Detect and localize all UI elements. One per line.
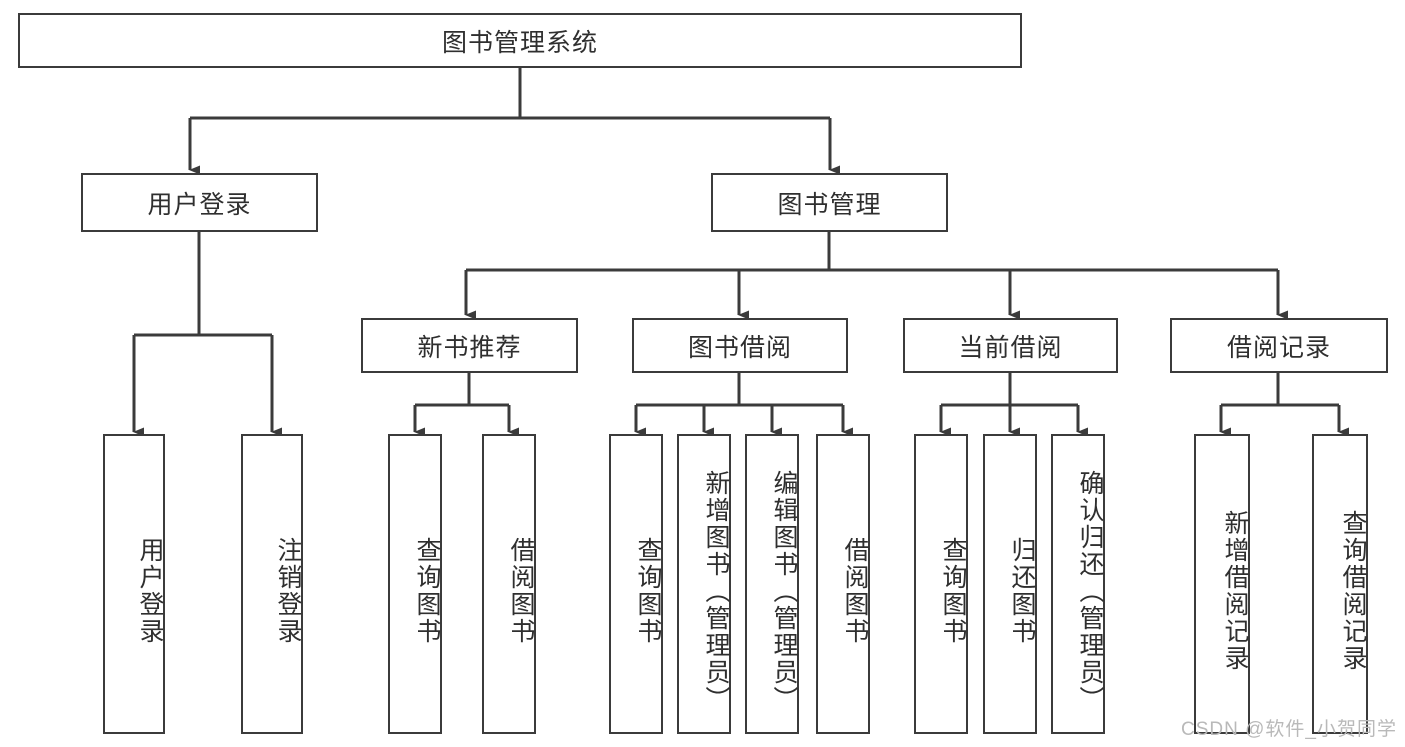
leaf-edit-book-admin-label: 编辑图书（管理员） (770, 469, 798, 713)
node-new-book-recommend-label: 新书推荐 (417, 333, 522, 362)
leaf-query-borrow-record-label: 查询借阅记录 (1339, 510, 1367, 672)
leaf-borrow-book-2[interactable]: 借阅图书 (816, 434, 870, 734)
leaf-query-book-3-label: 查询图书 (939, 537, 967, 645)
leaf-query-book-3[interactable]: 查询图书 (914, 434, 968, 734)
leaf-query-book-1[interactable]: 查询图书 (388, 434, 442, 734)
node-borrow-record-label: 借阅记录 (1226, 333, 1331, 362)
leaf-borrow-book-1-label: 借阅图书 (507, 537, 535, 645)
node-book-borrow-label: 图书借阅 (687, 333, 792, 362)
leaf-user-login[interactable]: 用户登录 (103, 434, 165, 734)
leaf-query-book-2[interactable]: 查询图书 (609, 434, 663, 734)
node-book-manage-label: 图书管理 (777, 190, 882, 219)
leaf-logout[interactable]: 注销登录 (241, 434, 303, 734)
node-user-login-label: 用户登录 (147, 190, 252, 219)
leaf-logout-label: 注销登录 (274, 537, 302, 645)
leaf-borrow-book-2-label: 借阅图书 (841, 537, 869, 645)
node-book-borrow[interactable]: 图书借阅 (632, 318, 848, 373)
leaf-edit-book-admin[interactable]: 编辑图书（管理员） (745, 434, 799, 734)
leaf-query-book-2-label: 查询图书 (634, 537, 662, 645)
node-root-label: 图书管理系统 (441, 28, 598, 57)
leaf-return-book[interactable]: 归还图书 (983, 434, 1037, 734)
node-new-book-recommend[interactable]: 新书推荐 (361, 318, 578, 373)
leaf-confirm-return-admin-label: 确认归还（管理员） (1076, 469, 1104, 713)
leaf-add-book-admin-label: 新增图书（管理员） (702, 469, 730, 713)
watermark: CSDN @软件_小贺同学 (1181, 719, 1397, 740)
node-borrow-record[interactable]: 借阅记录 (1170, 318, 1388, 373)
leaf-return-book-label: 归还图书 (1008, 537, 1036, 645)
node-user-login[interactable]: 用户登录 (81, 173, 318, 232)
leaf-add-book-admin[interactable]: 新增图书（管理员） (677, 434, 731, 734)
node-root[interactable]: 图书管理系统 (18, 13, 1022, 68)
node-current-borrow-label: 当前借阅 (958, 333, 1063, 362)
leaf-confirm-return-admin[interactable]: 确认归还（管理员） (1051, 434, 1105, 734)
leaf-borrow-book-1[interactable]: 借阅图书 (482, 434, 536, 734)
leaf-query-book-1-label: 查询图书 (413, 537, 441, 645)
node-book-manage[interactable]: 图书管理 (711, 173, 948, 232)
node-current-borrow[interactable]: 当前借阅 (903, 318, 1118, 373)
leaf-user-login-label: 用户登录 (136, 537, 164, 645)
leaf-add-borrow-record[interactable]: 新增借阅记录 (1194, 434, 1250, 734)
leaf-query-borrow-record[interactable]: 查询借阅记录 (1312, 434, 1368, 734)
leaf-add-borrow-record-label: 新增借阅记录 (1221, 510, 1249, 672)
